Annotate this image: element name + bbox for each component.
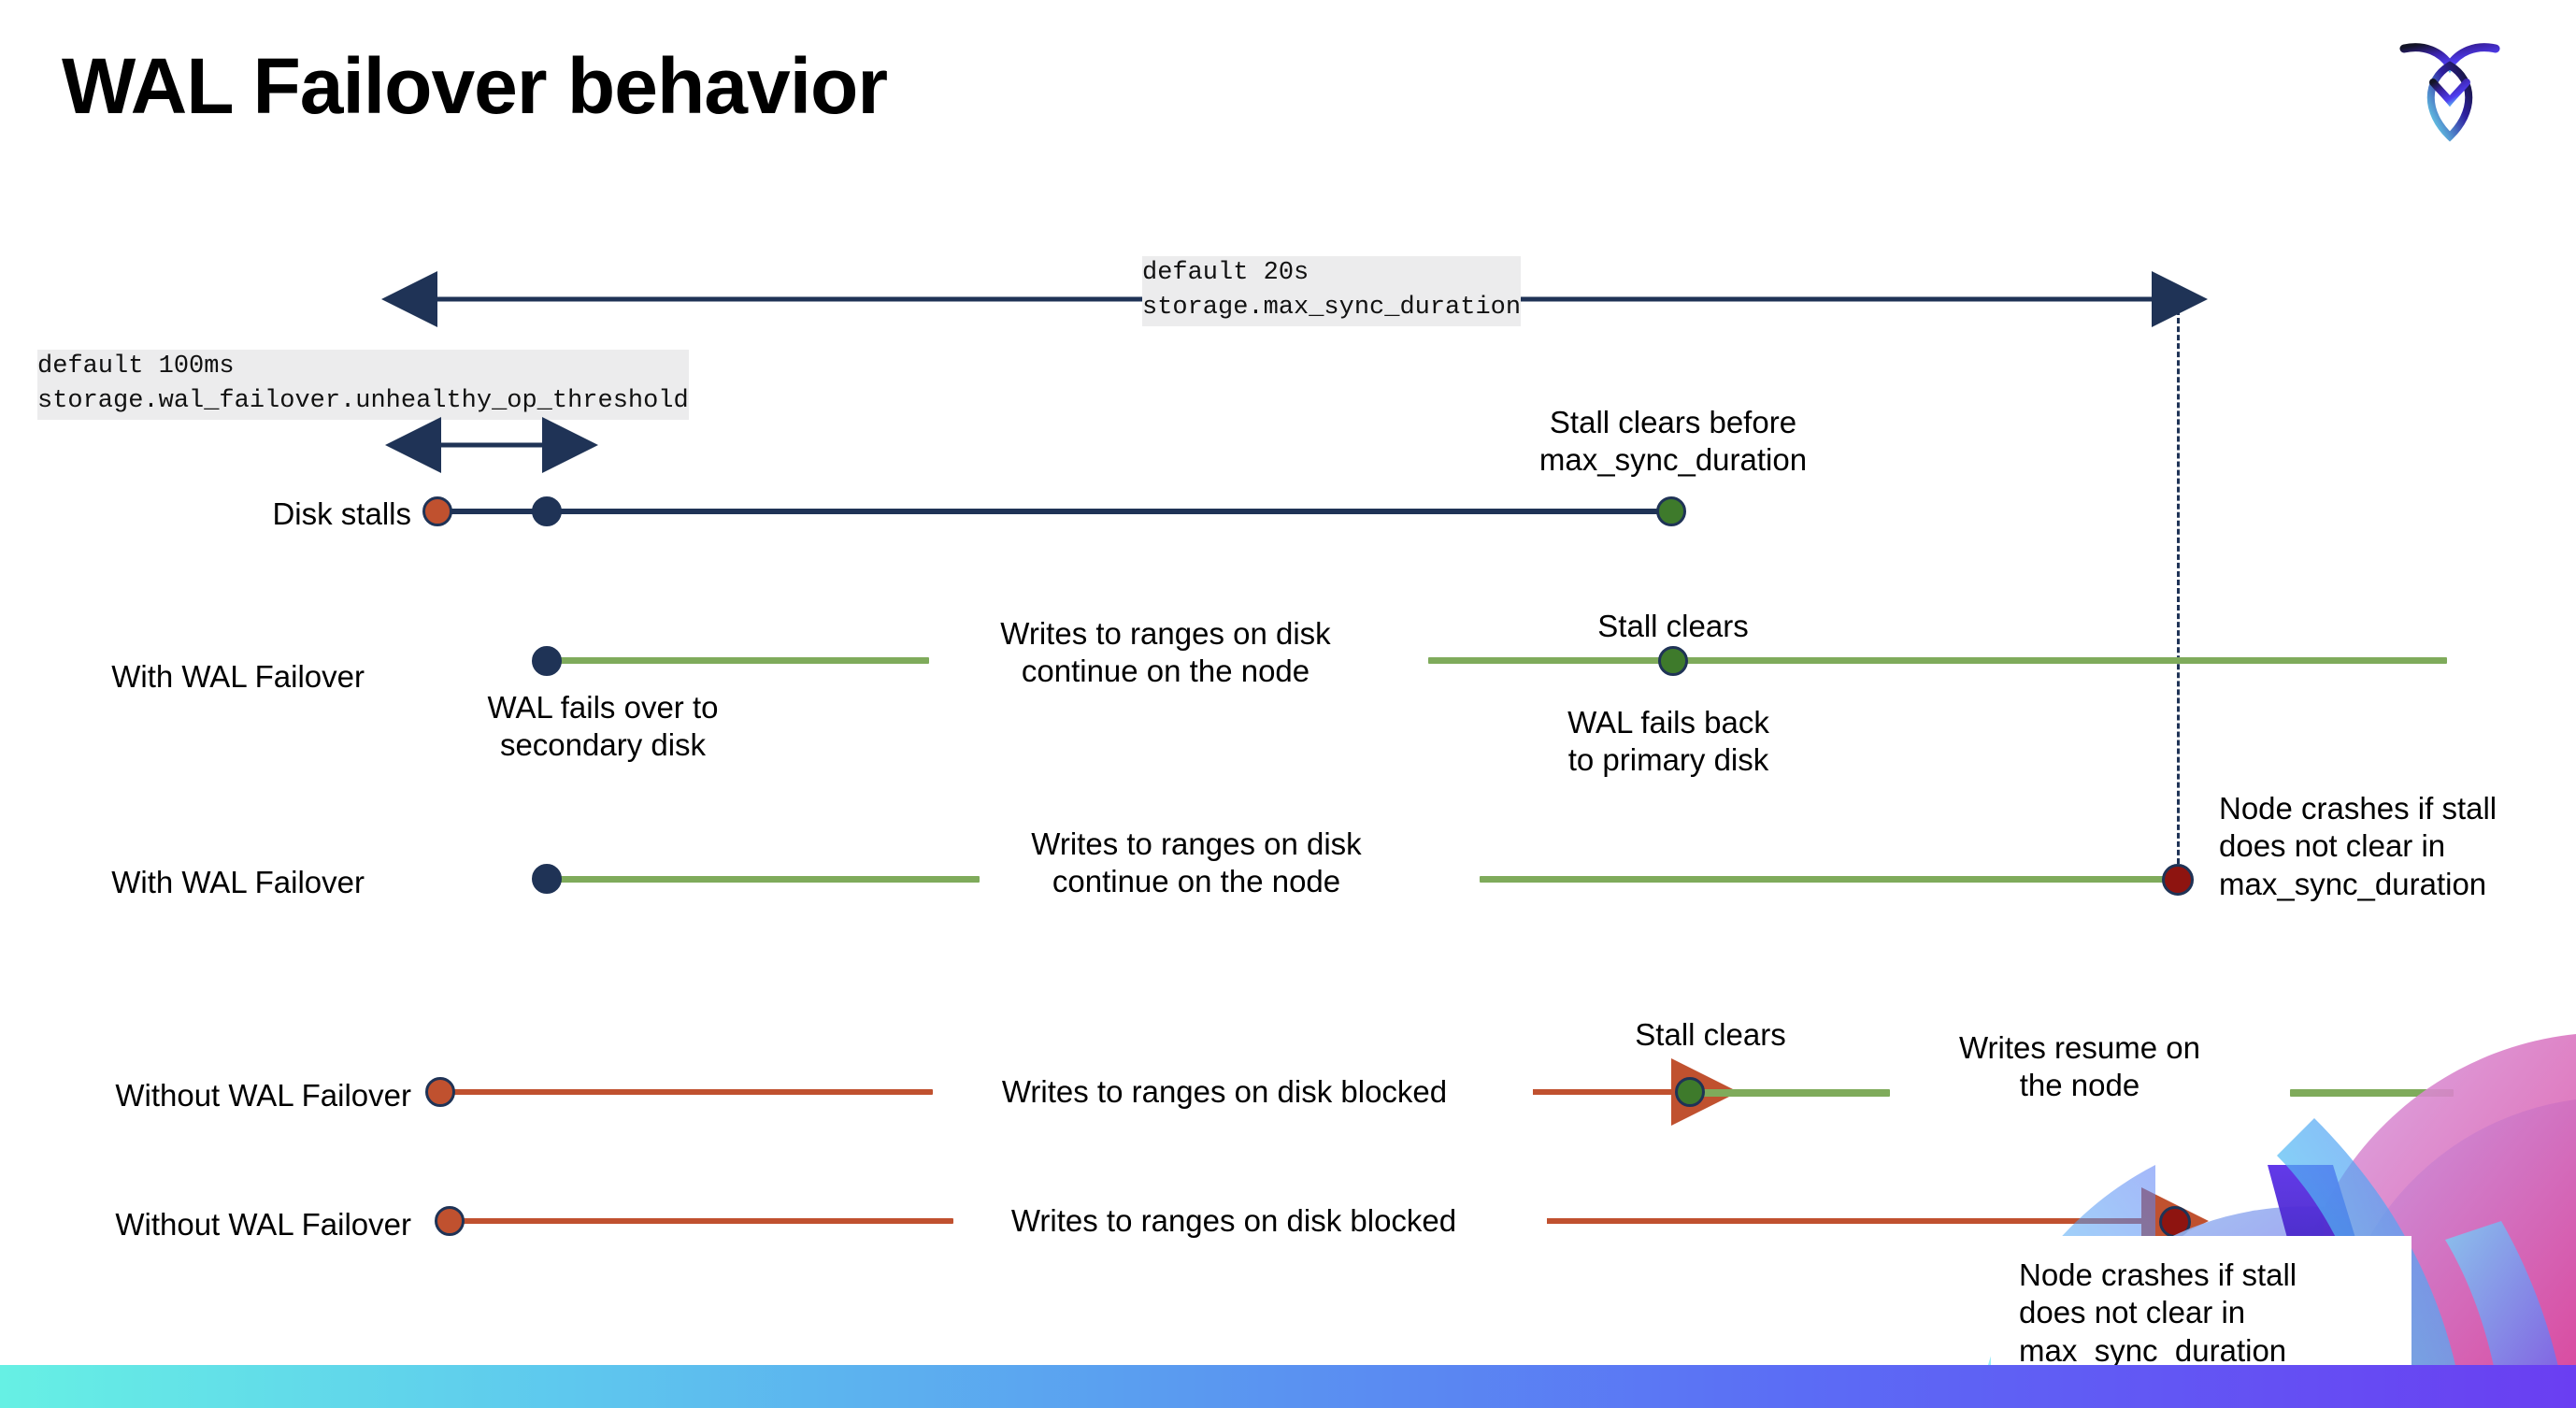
row4-blocked-arrow (1533, 1058, 1739, 1126)
row4-stall-clear-dot (1675, 1077, 1705, 1107)
unhealthy-op-threshold-span-arrow (385, 417, 598, 473)
row2-stall-clear-dot (1658, 646, 1688, 676)
unhealthy-setting-name: storage.wal_failover.unhealthy_op_thresh… (37, 387, 689, 416)
row-label-disk-stalls: Disk stalls (272, 496, 411, 531)
note-writes-blocked-row5: Writes to ranges on disk blocked (1010, 1203, 1457, 1238)
note-writes-continue-2: Writes to ranges on disk continue on the… (1031, 826, 1362, 899)
row5-stall-start-dot (435, 1206, 465, 1236)
row3-segment-b (1480, 876, 2181, 883)
row4-blocked-segment-a (447, 1089, 933, 1095)
note-node-crashes-row3: Node crashes if stall does not clear in … (2219, 791, 2497, 901)
note-wal-fails-back-primary: WAL fails back to primary disk (1567, 705, 1769, 778)
page-title: WAL Failover behavior (62, 42, 888, 130)
row5-blocked-arrow (1547, 1187, 2209, 1255)
max-sync-default-value: default 20s (1142, 259, 1309, 287)
note-writes-continue-1: Writes to ranges on disk continue on the… (1000, 616, 1331, 689)
row2-secondary-disk-segment-a (550, 657, 929, 664)
cockroachdb-logo (2389, 26, 2511, 148)
note-stall-clears-row4: Stall clears (1635, 1017, 1786, 1052)
note-stall-clears-row2: Stall clears (1597, 609, 1749, 643)
row3-failover-dot (532, 864, 562, 894)
row-label-with-wal-failover-2: With WAL Failover (111, 865, 365, 899)
row1-stall-clear-dot (1656, 496, 1686, 526)
note-writes-resume: Writes resume on the node (1959, 1030, 2200, 1103)
max-sync-duration-annotation: default 20s storage.max_sync_duration (1142, 256, 1522, 326)
note-wal-fails-over-secondary: WAL fails over to secondary disk (487, 690, 719, 763)
row-label-with-wal-failover-1: With WAL Failover (111, 659, 365, 694)
note-stall-clears-before-max-sync: Stall clears before max_sync_duration (1538, 405, 1808, 478)
unhealthy-default-value: default 100ms (37, 352, 235, 381)
row1-stall-start-dot (422, 496, 452, 526)
row5-node-crash-dot (2159, 1206, 2191, 1238)
max-sync-setting-name: storage.max_sync_duration (1142, 294, 1522, 323)
row3-segment-a (550, 876, 980, 883)
row2-primary-disk-segment-b (1428, 657, 2447, 664)
note-node-crashes-row5: Node crashes if stall does not clear in … (1991, 1236, 2411, 1368)
max-sync-duration-dropline (2177, 301, 2180, 881)
unhealthy-op-threshold-annotation: default 100ms storage.wal_failover.unhea… (37, 350, 689, 420)
row5-blocked-segment-a (458, 1218, 953, 1224)
bottom-gradient-bar (0, 1365, 2576, 1408)
row-label-without-wal-failover-1: Without WAL Failover (115, 1078, 411, 1113)
row-label-without-wal-failover-2: Without WAL Failover (115, 1207, 411, 1242)
row2-failover-dot (532, 646, 562, 676)
row4-stall-start-dot (425, 1077, 455, 1107)
note-writes-blocked-row4: Writes to ranges on disk blocked (1001, 1074, 1448, 1109)
row3-node-crash-dot (2162, 864, 2194, 896)
row4-resume-segment (1703, 1089, 1890, 1097)
row1-timeline-line (437, 509, 1671, 514)
row1-failover-dot (532, 496, 562, 526)
row4-resume-segment-far (2290, 1089, 2454, 1097)
